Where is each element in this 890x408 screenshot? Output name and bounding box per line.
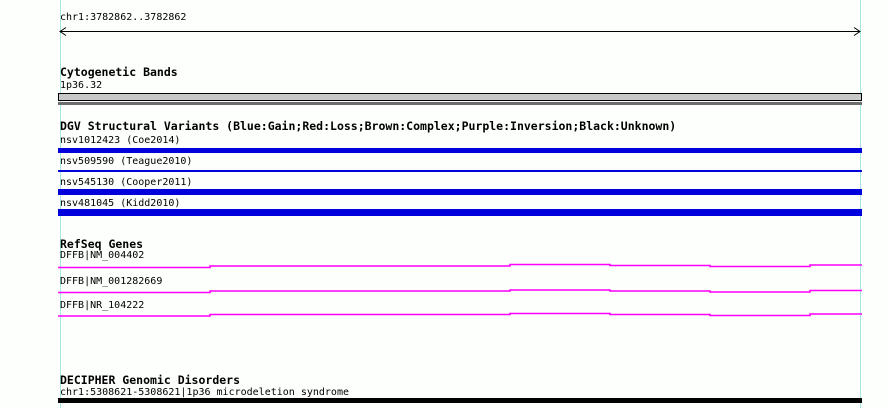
track-title-decipher: DECIPHER Genomic Disorders [60, 373, 241, 387]
selection-guide-right [860, 0, 861, 408]
cytoband-stalk [58, 102, 862, 105]
variant-label[interactable]: nsv1012423 (Coe2014) [60, 135, 181, 146]
track-title-refseq: RefSeq Genes [60, 237, 144, 251]
track-title-cytobands: Cytogenetic Bands [60, 65, 178, 79]
variant-label[interactable]: nsv481045 (Kidd2010) [60, 198, 181, 209]
variant-bar[interactable] [58, 189, 862, 195]
region-label: chr1:3782862..3782862 [60, 12, 187, 23]
variant-bar[interactable] [58, 148, 862, 153]
gene-line[interactable] [58, 312, 862, 317]
variant-bar[interactable] [58, 170, 862, 172]
variant-bar[interactable] [58, 209, 862, 216]
variant-label[interactable]: nsv509590 (Teague2010) [60, 156, 193, 167]
cytoband-box[interactable] [58, 93, 862, 101]
variant-label[interactable]: nsv545130 (Cooper2011) [60, 177, 193, 188]
gene-label[interactable]: DFFB|NM_001282669 [60, 276, 163, 287]
disorder-label[interactable]: chr1:5308621-5308621|1p36 microdeletion … [60, 387, 349, 398]
track-title-dgv: DGV Structural Variants (Blue:Gain;Red:L… [60, 119, 677, 133]
overview-arrow [59, 27, 861, 36]
gene-line[interactable] [58, 289, 862, 294]
disorder-bar[interactable] [58, 398, 862, 403]
gene-label[interactable]: DFFB|NR_104222 [60, 300, 145, 311]
selection-guide-left [60, 0, 61, 408]
gene-label[interactable]: DFFB|NM_004402 [60, 250, 145, 261]
gene-line[interactable] [58, 263, 862, 269]
cytoband-label[interactable]: 1p36.32 [60, 80, 103, 91]
